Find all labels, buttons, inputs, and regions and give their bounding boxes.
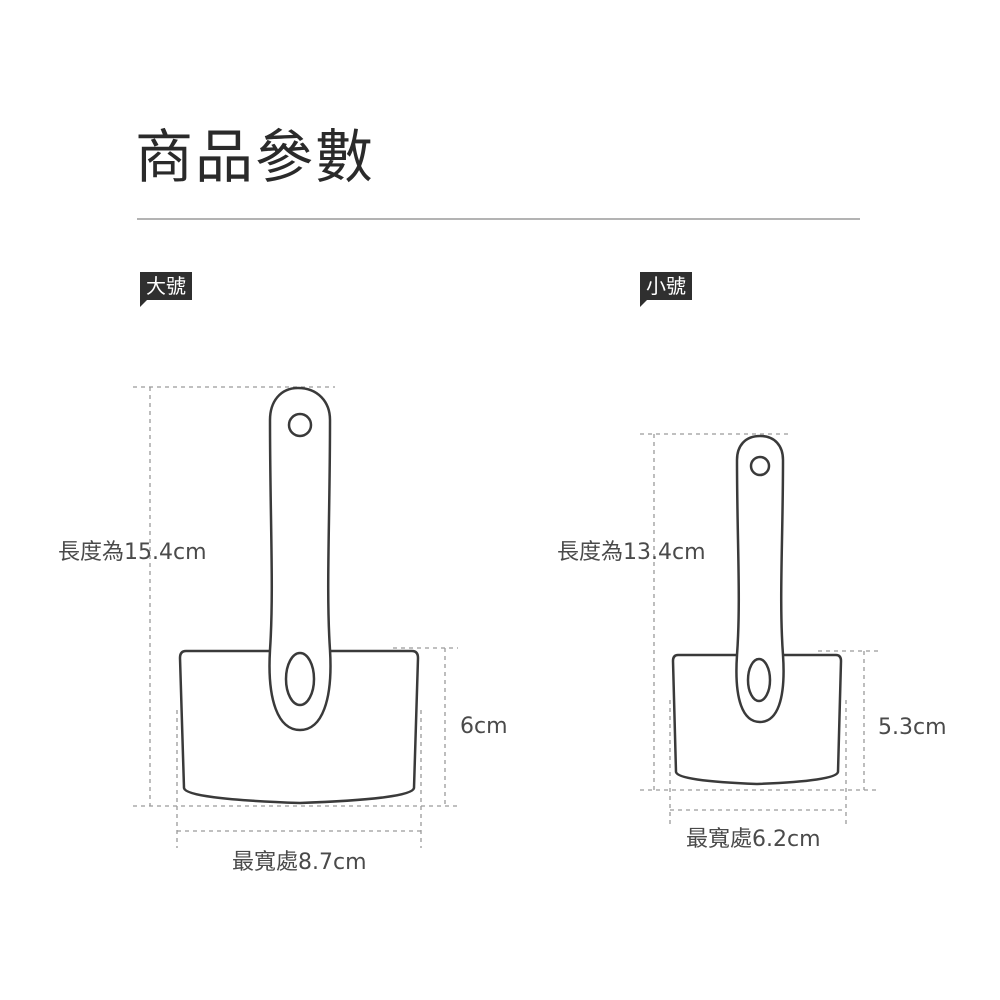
large-brush-handle — [268, 386, 332, 732]
small-handle-hole — [749, 455, 771, 477]
small-brush-handle — [735, 434, 785, 724]
small-length-label: 長度為13.4cm — [557, 540, 706, 565]
page-title: 商品參數 — [135, 123, 376, 191]
large-width-label: 最寬處8.7cm — [232, 850, 367, 875]
large-length-label: 長度為15.4cm — [58, 540, 207, 565]
small-width-label: 最寬處6.2cm — [686, 827, 821, 852]
small-handle-grip — [746, 657, 772, 703]
large-handle-hole — [287, 412, 313, 438]
large-height-label: 6cm — [460, 714, 508, 739]
title-divider — [137, 218, 860, 220]
small-height-label: 5.3cm — [878, 715, 947, 740]
large-handle-grip — [284, 651, 316, 707]
size-tag-large: 大號 — [140, 272, 192, 307]
size-tag-small: 小號 — [640, 272, 692, 307]
